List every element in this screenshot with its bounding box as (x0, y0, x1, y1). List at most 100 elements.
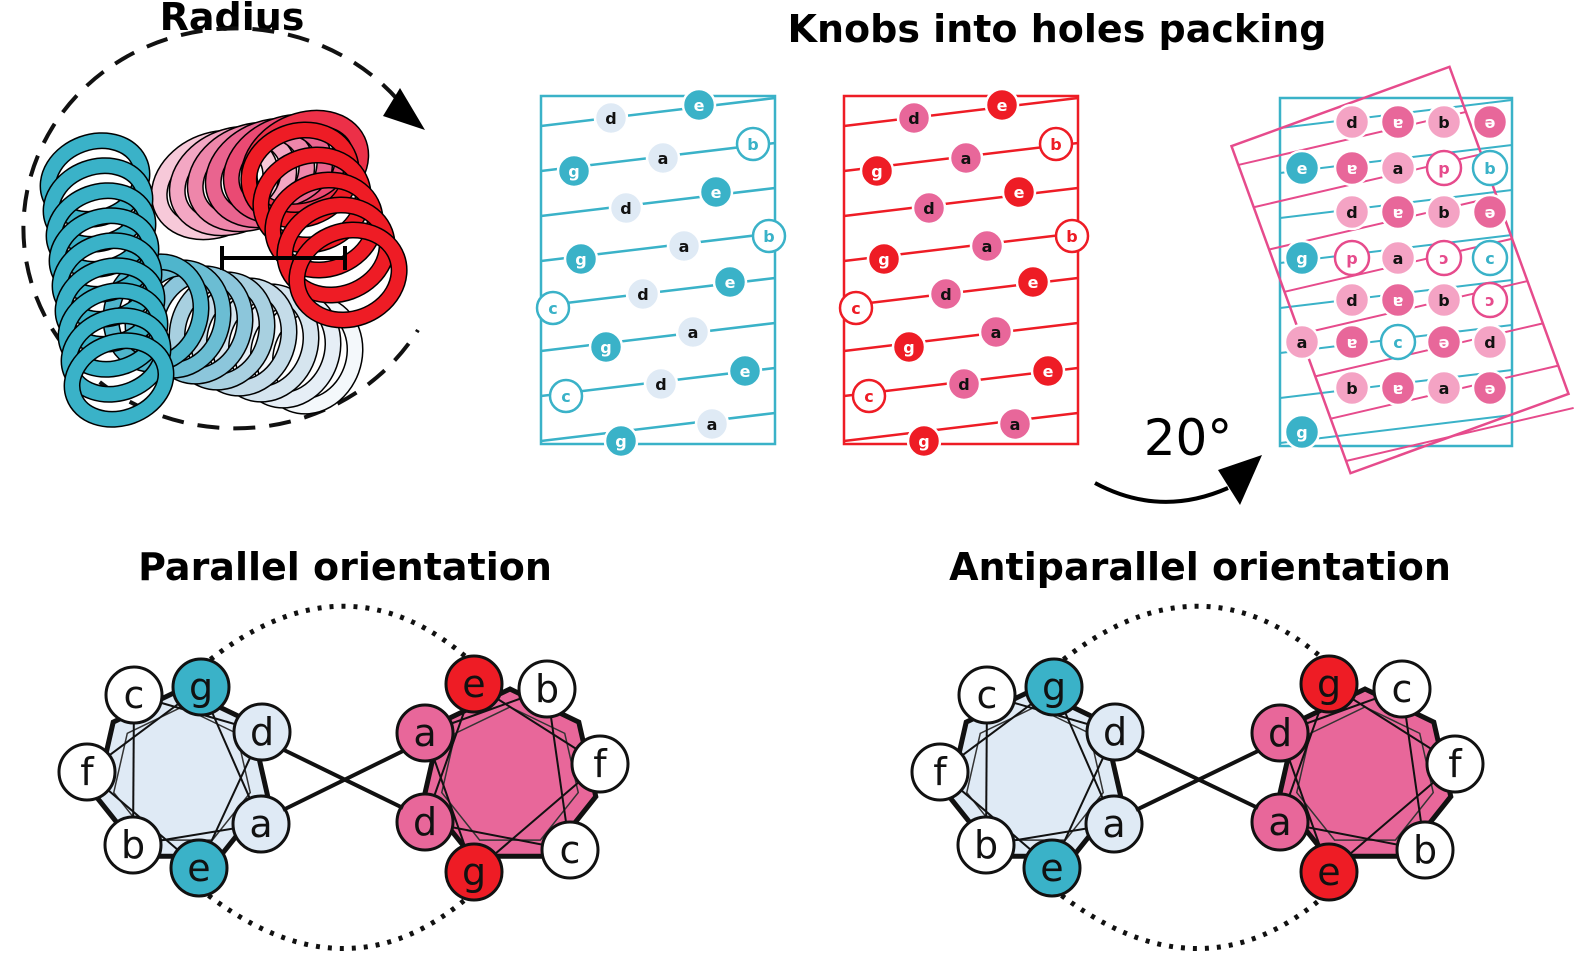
overlay-knob-label: b (1438, 113, 1449, 132)
wheel-residue: b (103, 815, 163, 875)
overlay-knob: a (1379, 149, 1417, 187)
wheel-residue: a (395, 703, 455, 763)
interhelix-contact (1135, 749, 1259, 812)
wheel-residue-label: a (1268, 800, 1291, 844)
wheel-residue: b (517, 659, 577, 719)
knob-circle (838, 290, 874, 326)
wheel-residue-circle (570, 734, 630, 794)
wheel-residue-circle (1395, 820, 1455, 880)
wheel-residue-circle (1299, 842, 1359, 902)
knob-circle (681, 87, 717, 123)
wheel-residue-circle (232, 702, 292, 762)
panel-frame (842, 94, 1080, 446)
knob-circle (1030, 353, 1066, 389)
overlay-knob-label: ɐ (1393, 291, 1404, 310)
wheel-residue-label: d (1103, 710, 1127, 754)
knob-circle (866, 241, 902, 277)
knob-residue: g (866, 241, 902, 277)
overlay-knob-label: ɐ (1347, 333, 1358, 352)
wheel-residue: f (570, 734, 630, 794)
overlay-knob-label: b (1346, 379, 1357, 398)
helix-stripe (843, 186, 1079, 218)
knob-circle (727, 353, 763, 389)
interhelix-contact (282, 749, 404, 812)
wheel-residue-circle (1425, 734, 1485, 794)
knob-label: e (740, 362, 751, 381)
wheel-residue-circle (1250, 792, 1310, 852)
wheel-residue: e (169, 838, 229, 898)
overlay-knob-circle (1471, 149, 1509, 187)
knob-circle (906, 423, 942, 459)
knob-label: a (679, 237, 690, 256)
wheel-residue: d (395, 792, 455, 852)
knob-circle (969, 228, 1005, 264)
dotted-arc-top (1052, 603, 1331, 669)
knob-circle (588, 329, 624, 365)
wheel-residue-label: g (462, 850, 486, 894)
knob-label: g (903, 338, 914, 357)
knob-residue: g (588, 329, 624, 365)
wheel-residue-circle (395, 703, 455, 763)
knob-circle (698, 174, 734, 210)
knob-residue: e (1001, 174, 1037, 210)
knob-label: g (871, 162, 882, 181)
knob-circle (712, 264, 748, 300)
overlay-knob-circle (1471, 281, 1509, 319)
wheel-residue-circle (171, 657, 231, 717)
overlay-knob: ɐ (1379, 193, 1417, 231)
knob-circle (851, 378, 887, 414)
knob-circle (997, 406, 1033, 442)
knob-circle (563, 241, 599, 277)
knob-label: d (940, 285, 951, 304)
knob-label: g (615, 432, 626, 451)
knob-circle (675, 314, 711, 350)
helix-stripe-pink (1345, 406, 1574, 462)
knob-label: a (982, 237, 993, 256)
overlay-knob: b (1471, 149, 1509, 187)
knob-residue: e (984, 87, 1020, 123)
knob-circle (1015, 264, 1051, 300)
overlay-knob: b (1333, 369, 1371, 407)
knob-label: c (548, 299, 557, 318)
overlay-knob-label: a (1393, 249, 1404, 268)
helix-stripe (540, 186, 776, 218)
overlay-knob-circle (1333, 281, 1371, 319)
overlay-knob-label: p (1346, 249, 1357, 268)
overlay-knob-label: b (1438, 203, 1449, 222)
overlay-knob-label: a (1393, 159, 1404, 178)
dotted-arc-bottom (1050, 886, 1331, 951)
overlay-knob-circle (1425, 103, 1463, 141)
overlay-knob-circle (1283, 239, 1321, 277)
overlay-knob-circle (1333, 103, 1371, 141)
overlay-knob-circle (1379, 193, 1417, 231)
knob-residue: e (1030, 353, 1066, 389)
overlay-knob-label: d (1346, 291, 1357, 310)
overlay-knob-label: g (1296, 249, 1307, 268)
knob-residue: g (859, 153, 895, 189)
overlay-knob-label: ɐ (1347, 159, 1358, 178)
helix-stripe (540, 321, 776, 353)
knob-label: a (707, 415, 718, 434)
overlay-knob-circle (1283, 149, 1321, 187)
radius-arrowhead (383, 88, 425, 130)
knob-residue: g (906, 423, 942, 459)
wheel-residue-label: a (413, 711, 436, 755)
overlay-knob-circle (1425, 239, 1463, 277)
overlay-knob: ə (1471, 369, 1509, 407)
wheel-residue: e (444, 654, 504, 714)
knob-residue: c (851, 378, 887, 414)
overlay-knob: ɔ (1471, 281, 1509, 319)
overlay-knob: a (1379, 239, 1417, 277)
wheel-residue-circle (957, 665, 1017, 725)
knob-residue: g (556, 153, 592, 189)
antiparallel-title: Antiparallel orientation (949, 545, 1451, 589)
wheel-residue-circle (910, 742, 970, 802)
overlay-knob-label: ɔ (1439, 249, 1448, 268)
wheel-residue-circle (57, 742, 117, 802)
overlay-knob: ɔ (1425, 239, 1463, 277)
knob-label: d (605, 109, 616, 128)
wheel-residue-label: f (1448, 742, 1463, 786)
overlay-knob-label: g (1296, 423, 1307, 442)
overlay-knob-label: b (1438, 291, 1449, 310)
